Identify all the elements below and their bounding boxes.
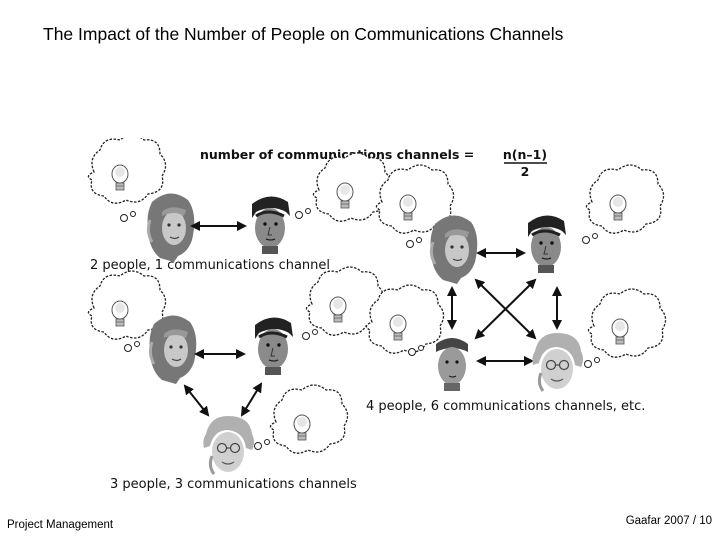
- thought-bubble-lightbulb-icon: [588, 289, 665, 357]
- thought-dots: [121, 212, 136, 222]
- caption-two-people: 2 people, 1 communications channel: [90, 258, 330, 273]
- man-face-icon: [255, 317, 293, 375]
- thought-bubble-lightbulb-icon: [586, 165, 663, 233]
- thought-dots: [583, 234, 598, 244]
- four-people-group: 4 people, 6 communications channels, etc…: [366, 165, 666, 414]
- double-arrow-icon: [242, 384, 261, 415]
- older-man-face-icon: [203, 416, 254, 474]
- communications-channels-figure: number of communications channels = n(n–…: [80, 138, 670, 500]
- woman-face-icon: [148, 193, 195, 262]
- double-arrow-icon: [185, 386, 208, 415]
- thought-dots: [303, 330, 318, 340]
- woman-face-icon: [150, 315, 197, 384]
- thought-dots: [296, 209, 311, 219]
- slide-title: The Impact of the Number of People on Co…: [43, 22, 643, 46]
- formula-denominator: 2: [521, 164, 530, 179]
- man-face-icon: [528, 215, 566, 273]
- thought-bubble-lightbulb-icon: [270, 385, 347, 453]
- older-man-face-icon: [532, 333, 583, 391]
- three-people-group: 3 people, 3 communications channels: [88, 267, 383, 492]
- thought-bubble-lightbulb-icon: [88, 138, 165, 203]
- thought-dots: [125, 342, 140, 352]
- caption-three-people: 3 people, 3 communications channels: [110, 477, 357, 492]
- woman-face-icon: [431, 215, 478, 284]
- thought-dots: [407, 238, 422, 248]
- formula-numerator: n(n–1): [503, 147, 547, 162]
- thought-bubble-lightbulb-icon: [313, 153, 390, 221]
- man-face-icon: [252, 196, 290, 254]
- man-face-icon: [436, 338, 468, 391]
- footer-course-name: Project Management: [7, 519, 113, 531]
- footer-author-page: Gaafar 2007 / 10: [626, 515, 712, 527]
- caption-four-people: 4 people, 6 communications channels, etc…: [366, 399, 645, 414]
- thought-dots: [585, 358, 600, 368]
- thought-dots: [255, 440, 270, 450]
